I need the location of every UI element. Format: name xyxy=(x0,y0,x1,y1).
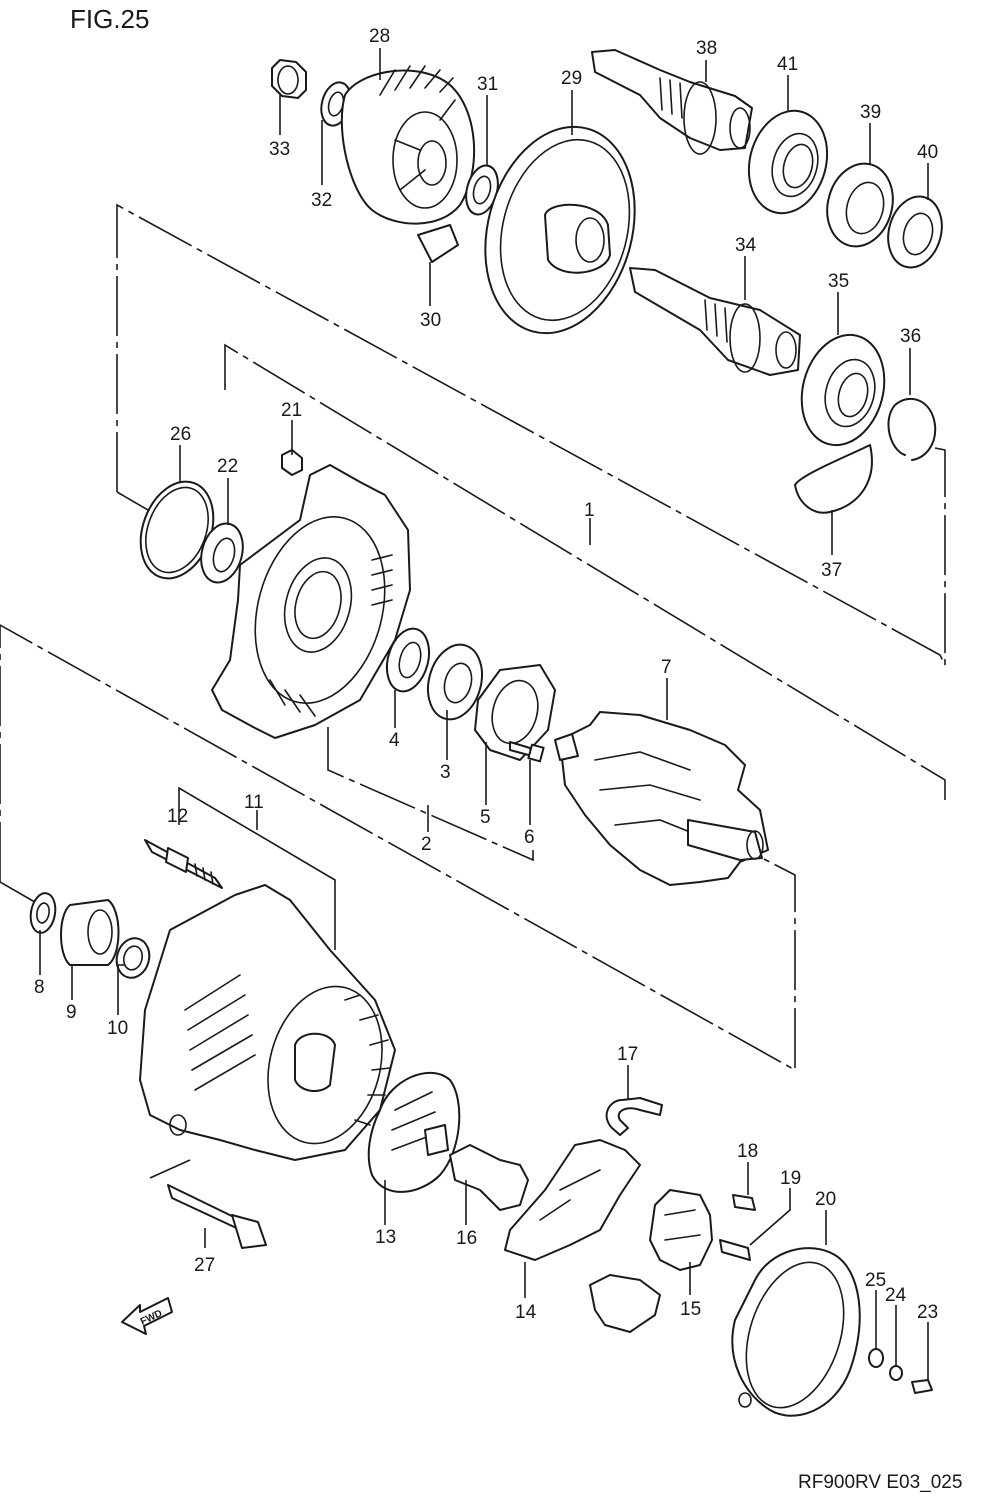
stator-housing-11 xyxy=(139,884,396,1161)
retainer-plate-5 xyxy=(474,664,556,761)
callout-9: 9 xyxy=(66,1002,77,1023)
callout-15: 15 xyxy=(680,1299,701,1320)
cap-16 xyxy=(449,1144,529,1211)
bearing-3 xyxy=(427,643,483,721)
callout-3: 3 xyxy=(440,762,451,783)
rotor-7 xyxy=(554,711,769,886)
bearing-9 xyxy=(60,899,120,966)
callout-5: 5 xyxy=(480,807,491,828)
callout-19: 19 xyxy=(780,1168,801,1189)
bearing-35 xyxy=(800,333,886,447)
oil-seal-4 xyxy=(385,627,431,693)
nut-24 xyxy=(889,1365,903,1381)
roller-30 xyxy=(417,224,459,263)
bolt-27 xyxy=(149,1159,267,1249)
washer-25 xyxy=(868,1348,884,1368)
tube-17 xyxy=(605,1097,663,1136)
bearing-40 xyxy=(887,195,943,269)
callout-23: 23 xyxy=(917,1302,938,1323)
oil-seal-22 xyxy=(200,522,244,584)
callout-1: 1 xyxy=(584,500,595,521)
shaft-38 xyxy=(591,49,753,155)
callout-28: 28 xyxy=(369,26,390,47)
callout-6: 6 xyxy=(524,827,535,848)
callout-34: 34 xyxy=(735,235,757,256)
screw-6 xyxy=(509,741,545,763)
callout-27: 27 xyxy=(194,1255,215,1276)
callout-labels: 1 2 3 4 5 6 7 8 9 10 11 12 13 14 15 16 1… xyxy=(34,26,938,1323)
callout-16: 16 xyxy=(456,1228,477,1249)
callout-13: 13 xyxy=(375,1227,396,1248)
callout-38: 38 xyxy=(696,38,717,59)
brush-holder-14 xyxy=(504,1139,641,1261)
leader-lines xyxy=(39,48,929,1380)
callout-18: 18 xyxy=(737,1141,758,1162)
figure-title: FIG.25 xyxy=(70,4,149,34)
screw-18 xyxy=(732,1194,756,1211)
screw-19 xyxy=(719,1239,751,1261)
callout-10: 10 xyxy=(107,1018,128,1039)
callout-41: 41 xyxy=(777,54,798,75)
callout-26: 26 xyxy=(170,424,191,445)
callout-2: 2 xyxy=(421,834,432,855)
callout-32: 32 xyxy=(311,190,332,211)
assembly-frame-2 xyxy=(224,343,946,862)
rectifier-13 xyxy=(367,1071,461,1193)
regulator-15 xyxy=(649,1189,713,1271)
callout-21: 21 xyxy=(281,400,302,421)
assembly-frame-main xyxy=(0,624,796,1072)
callout-14: 14 xyxy=(515,1302,537,1323)
callout-11: 11 xyxy=(244,792,264,813)
callout-12: 12 xyxy=(167,806,188,827)
drawing-code: RF900RV E03_025 xyxy=(798,1472,962,1493)
brush-part-15 xyxy=(589,1274,661,1333)
callout-22: 22 xyxy=(217,456,238,477)
front-housing-2 xyxy=(211,464,411,739)
shaft-34 xyxy=(629,267,801,376)
screw-23 xyxy=(911,1379,933,1394)
bearing-41 xyxy=(747,109,829,215)
oil-seal-10 xyxy=(115,937,151,979)
bearing-39 xyxy=(826,162,894,248)
callout-31: 31 xyxy=(477,74,498,95)
callout-40: 40 xyxy=(917,142,938,163)
callout-25: 25 xyxy=(865,1270,886,1291)
nut-33 xyxy=(271,59,307,99)
assembly-frame-1 xyxy=(116,203,946,666)
washer-8 xyxy=(29,892,57,934)
circlip-37 xyxy=(794,444,873,514)
driven-gear-29 xyxy=(484,125,636,335)
callout-35: 35 xyxy=(828,271,849,292)
stud-bolt-12 xyxy=(144,839,223,889)
callout-4: 4 xyxy=(389,730,400,751)
callout-30: 30 xyxy=(420,310,441,331)
callout-33: 33 xyxy=(269,139,290,160)
o-ring-26 xyxy=(139,480,215,580)
callout-24: 24 xyxy=(885,1285,907,1306)
circlip-36 xyxy=(887,397,937,461)
callout-17: 17 xyxy=(617,1044,638,1065)
starter-clutch-28 xyxy=(340,65,476,225)
callout-29: 29 xyxy=(561,68,582,89)
callout-8: 8 xyxy=(34,977,45,998)
fwd-arrow-icon: FWD xyxy=(121,1297,173,1335)
callout-7: 7 xyxy=(661,657,672,678)
rear-cover-20 xyxy=(731,1247,861,1417)
callout-36: 36 xyxy=(900,326,921,347)
callout-39: 39 xyxy=(860,102,881,123)
callout-20: 20 xyxy=(815,1189,836,1210)
callout-37: 37 xyxy=(821,560,842,581)
